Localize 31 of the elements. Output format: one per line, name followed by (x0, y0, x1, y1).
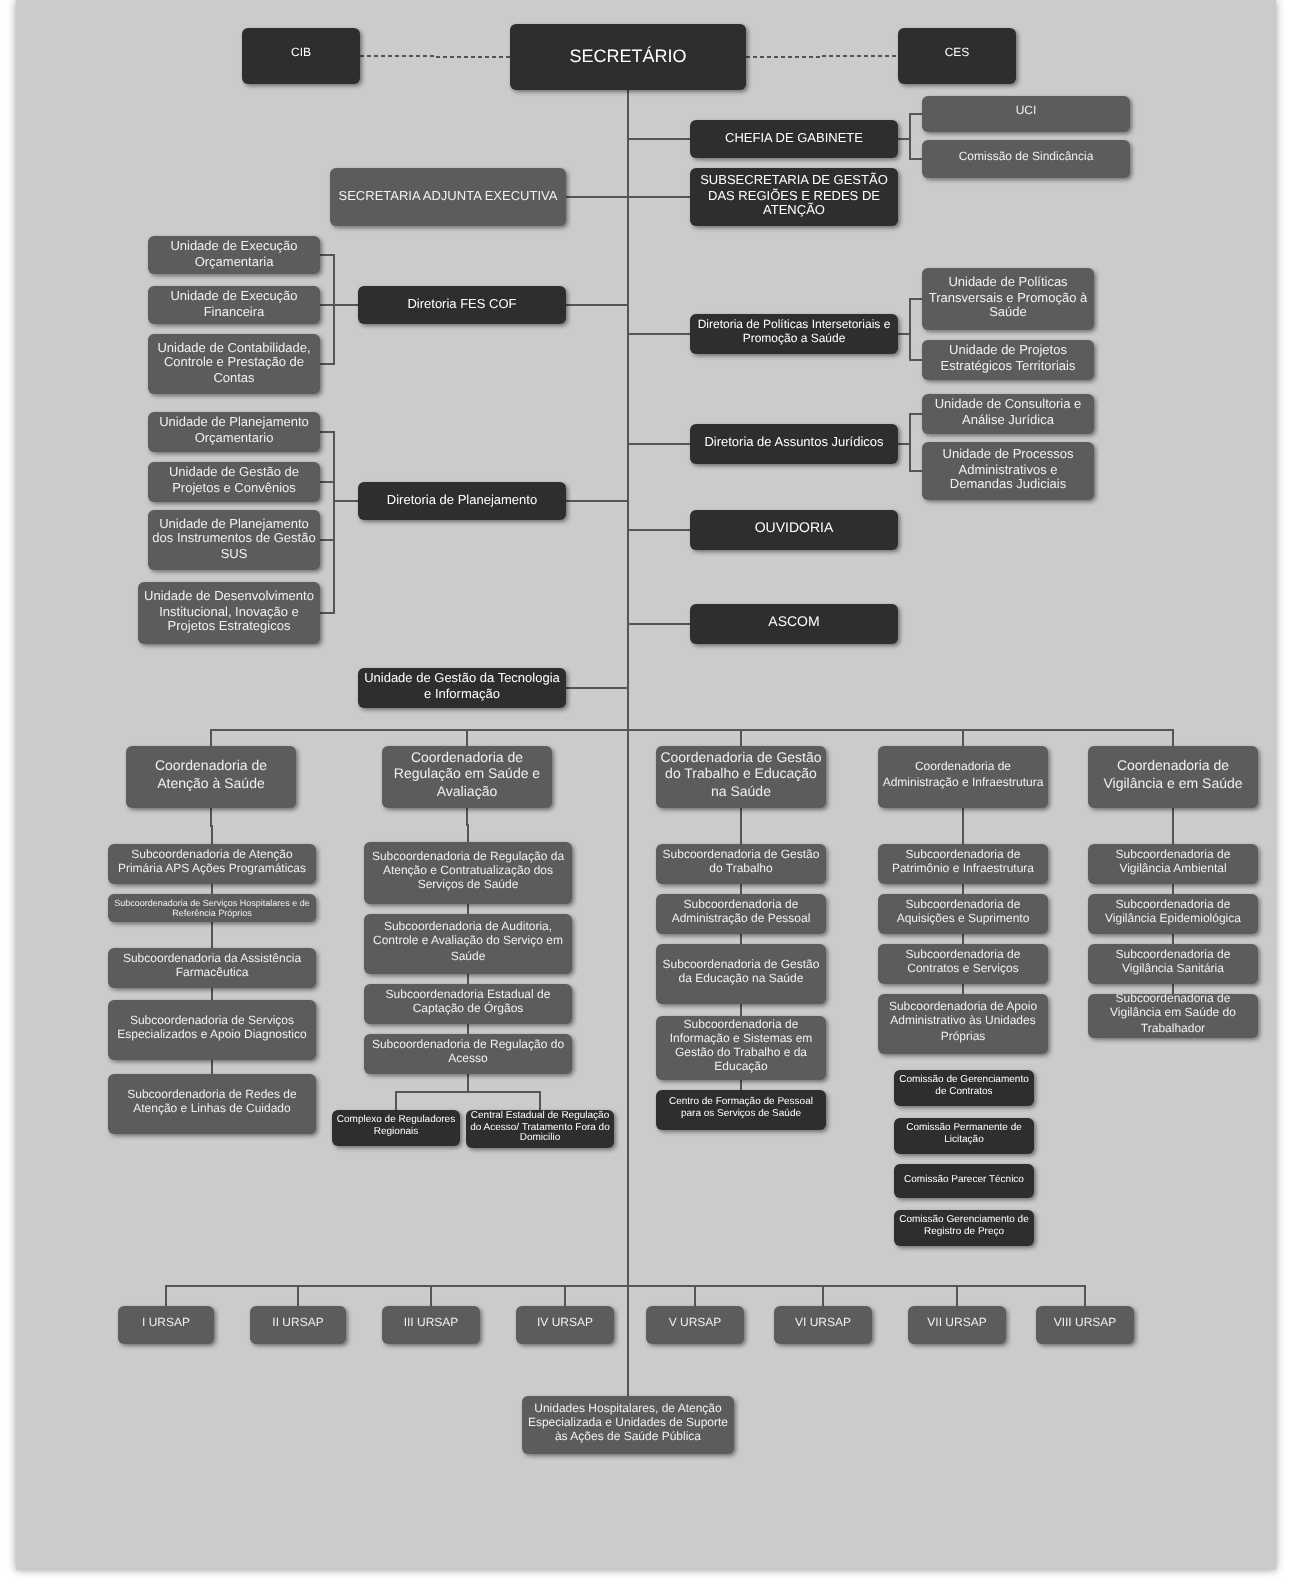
connector-line (897, 138, 923, 160)
connector-line (467, 1023, 469, 1035)
connector-line (1172, 807, 1174, 845)
org-unit-box: SECRETÁRIO (510, 24, 746, 90)
connector-line (211, 921, 213, 949)
connector-line (1172, 983, 1174, 995)
connector-line (1172, 933, 1174, 945)
connector-line (962, 807, 964, 845)
connector-line (745, 55, 899, 58)
connector-line (1172, 883, 1174, 895)
connector-line (740, 883, 742, 895)
connector-line (962, 933, 964, 945)
connector-line (897, 333, 923, 361)
connector-line (467, 1073, 541, 1111)
connector-line (211, 883, 213, 895)
connector-line (359, 55, 511, 58)
connector-line (740, 1079, 742, 1091)
connector-line (319, 304, 359, 365)
connector-line (897, 443, 923, 472)
connector-line (319, 500, 359, 614)
connector-line (211, 1059, 213, 1075)
connector-line (210, 807, 213, 845)
connector-line (467, 903, 469, 915)
connector-line (962, 983, 964, 995)
connector-line (211, 987, 213, 1001)
connector-line (467, 973, 469, 985)
connector-line (740, 807, 742, 845)
connector-line (466, 807, 469, 843)
connector-line (740, 1003, 742, 1017)
connector-line (962, 883, 964, 895)
connector-line (740, 933, 742, 945)
